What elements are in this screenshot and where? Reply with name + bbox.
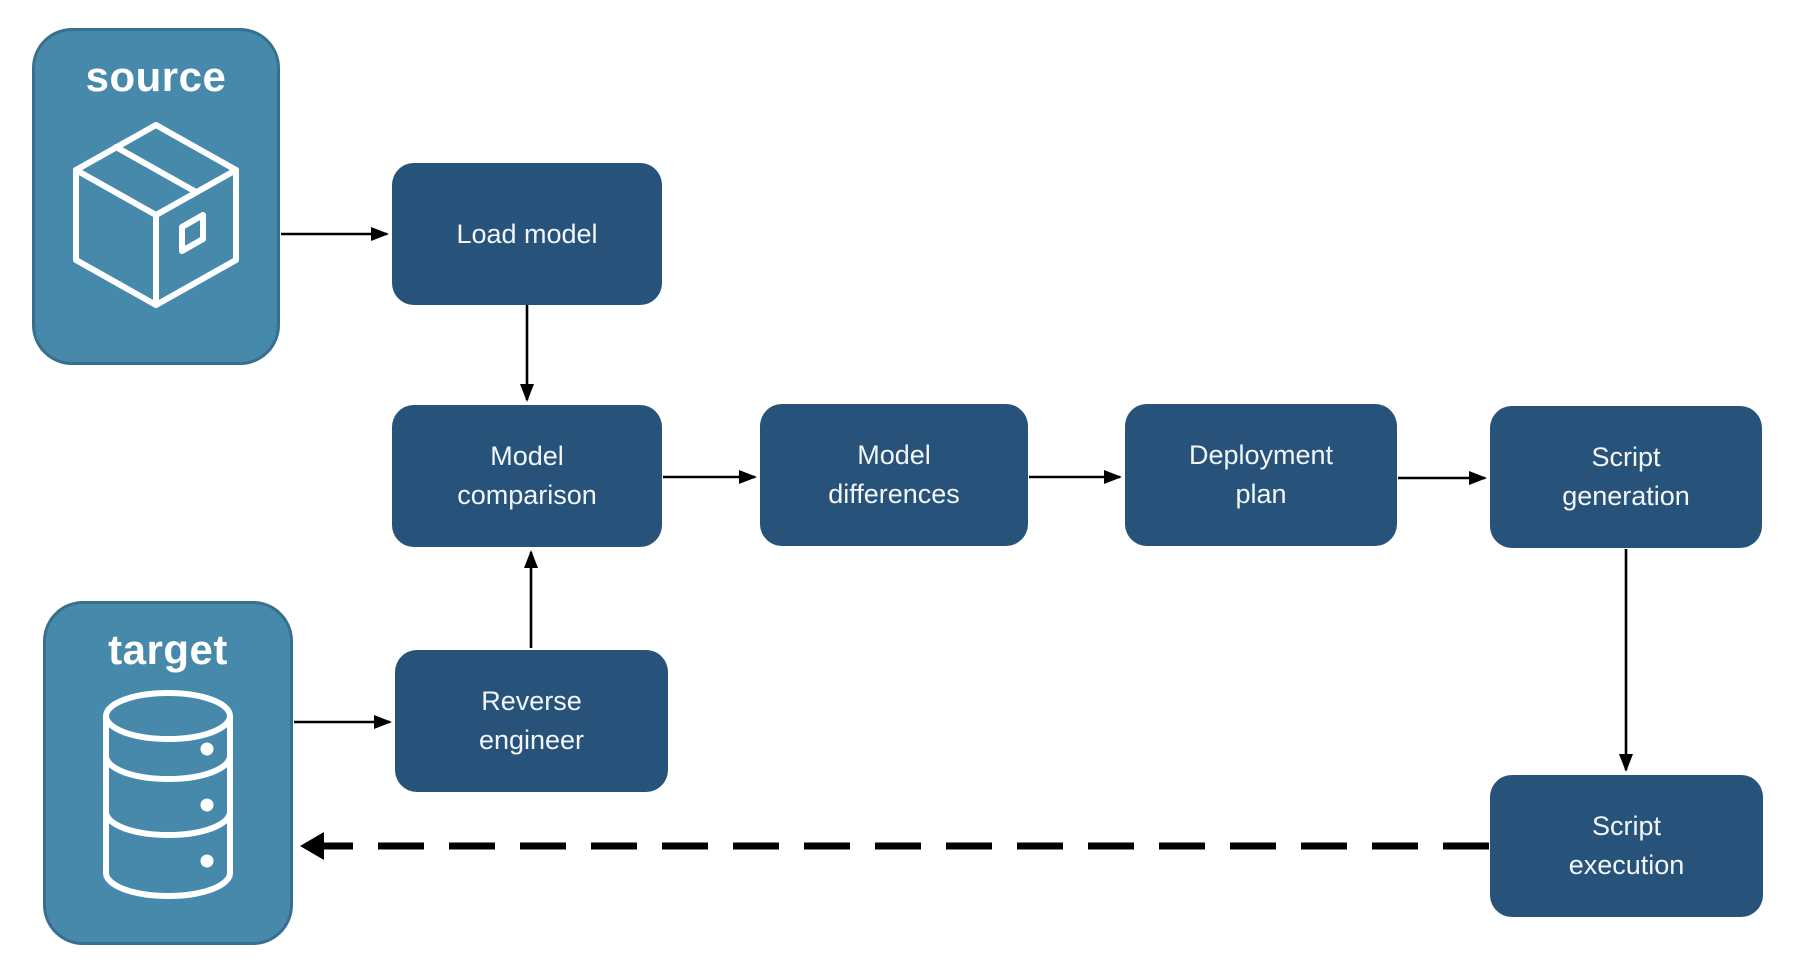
node-label: Deployment plan (1188, 440, 1334, 509)
node-deployment-plan: Deployment plan (1125, 404, 1397, 546)
node-load-model: Load model (392, 163, 662, 305)
node-label: Script execution (1568, 811, 1685, 880)
node-model-differences: Model differences (760, 404, 1028, 546)
node-script-generation: Script generation (1490, 406, 1762, 548)
node-reverse-engineer: Reverse engineer (395, 650, 668, 792)
node-model-comparison: Model comparison (392, 405, 662, 547)
node-label: Reverse engineer (478, 686, 585, 755)
node-label: Model differences (828, 440, 960, 509)
package-icon (66, 115, 246, 315)
node-label: Load model (456, 218, 598, 249)
database-icon (83, 688, 253, 903)
endpoint-source: source (32, 28, 280, 365)
target-label: target (108, 626, 228, 673)
node-script-execution: Script execution (1490, 775, 1763, 917)
node-label: Model comparison (457, 441, 597, 510)
endpoint-target: target (43, 601, 293, 945)
source-label: source (85, 53, 227, 100)
node-label: Script generation (1562, 442, 1690, 511)
